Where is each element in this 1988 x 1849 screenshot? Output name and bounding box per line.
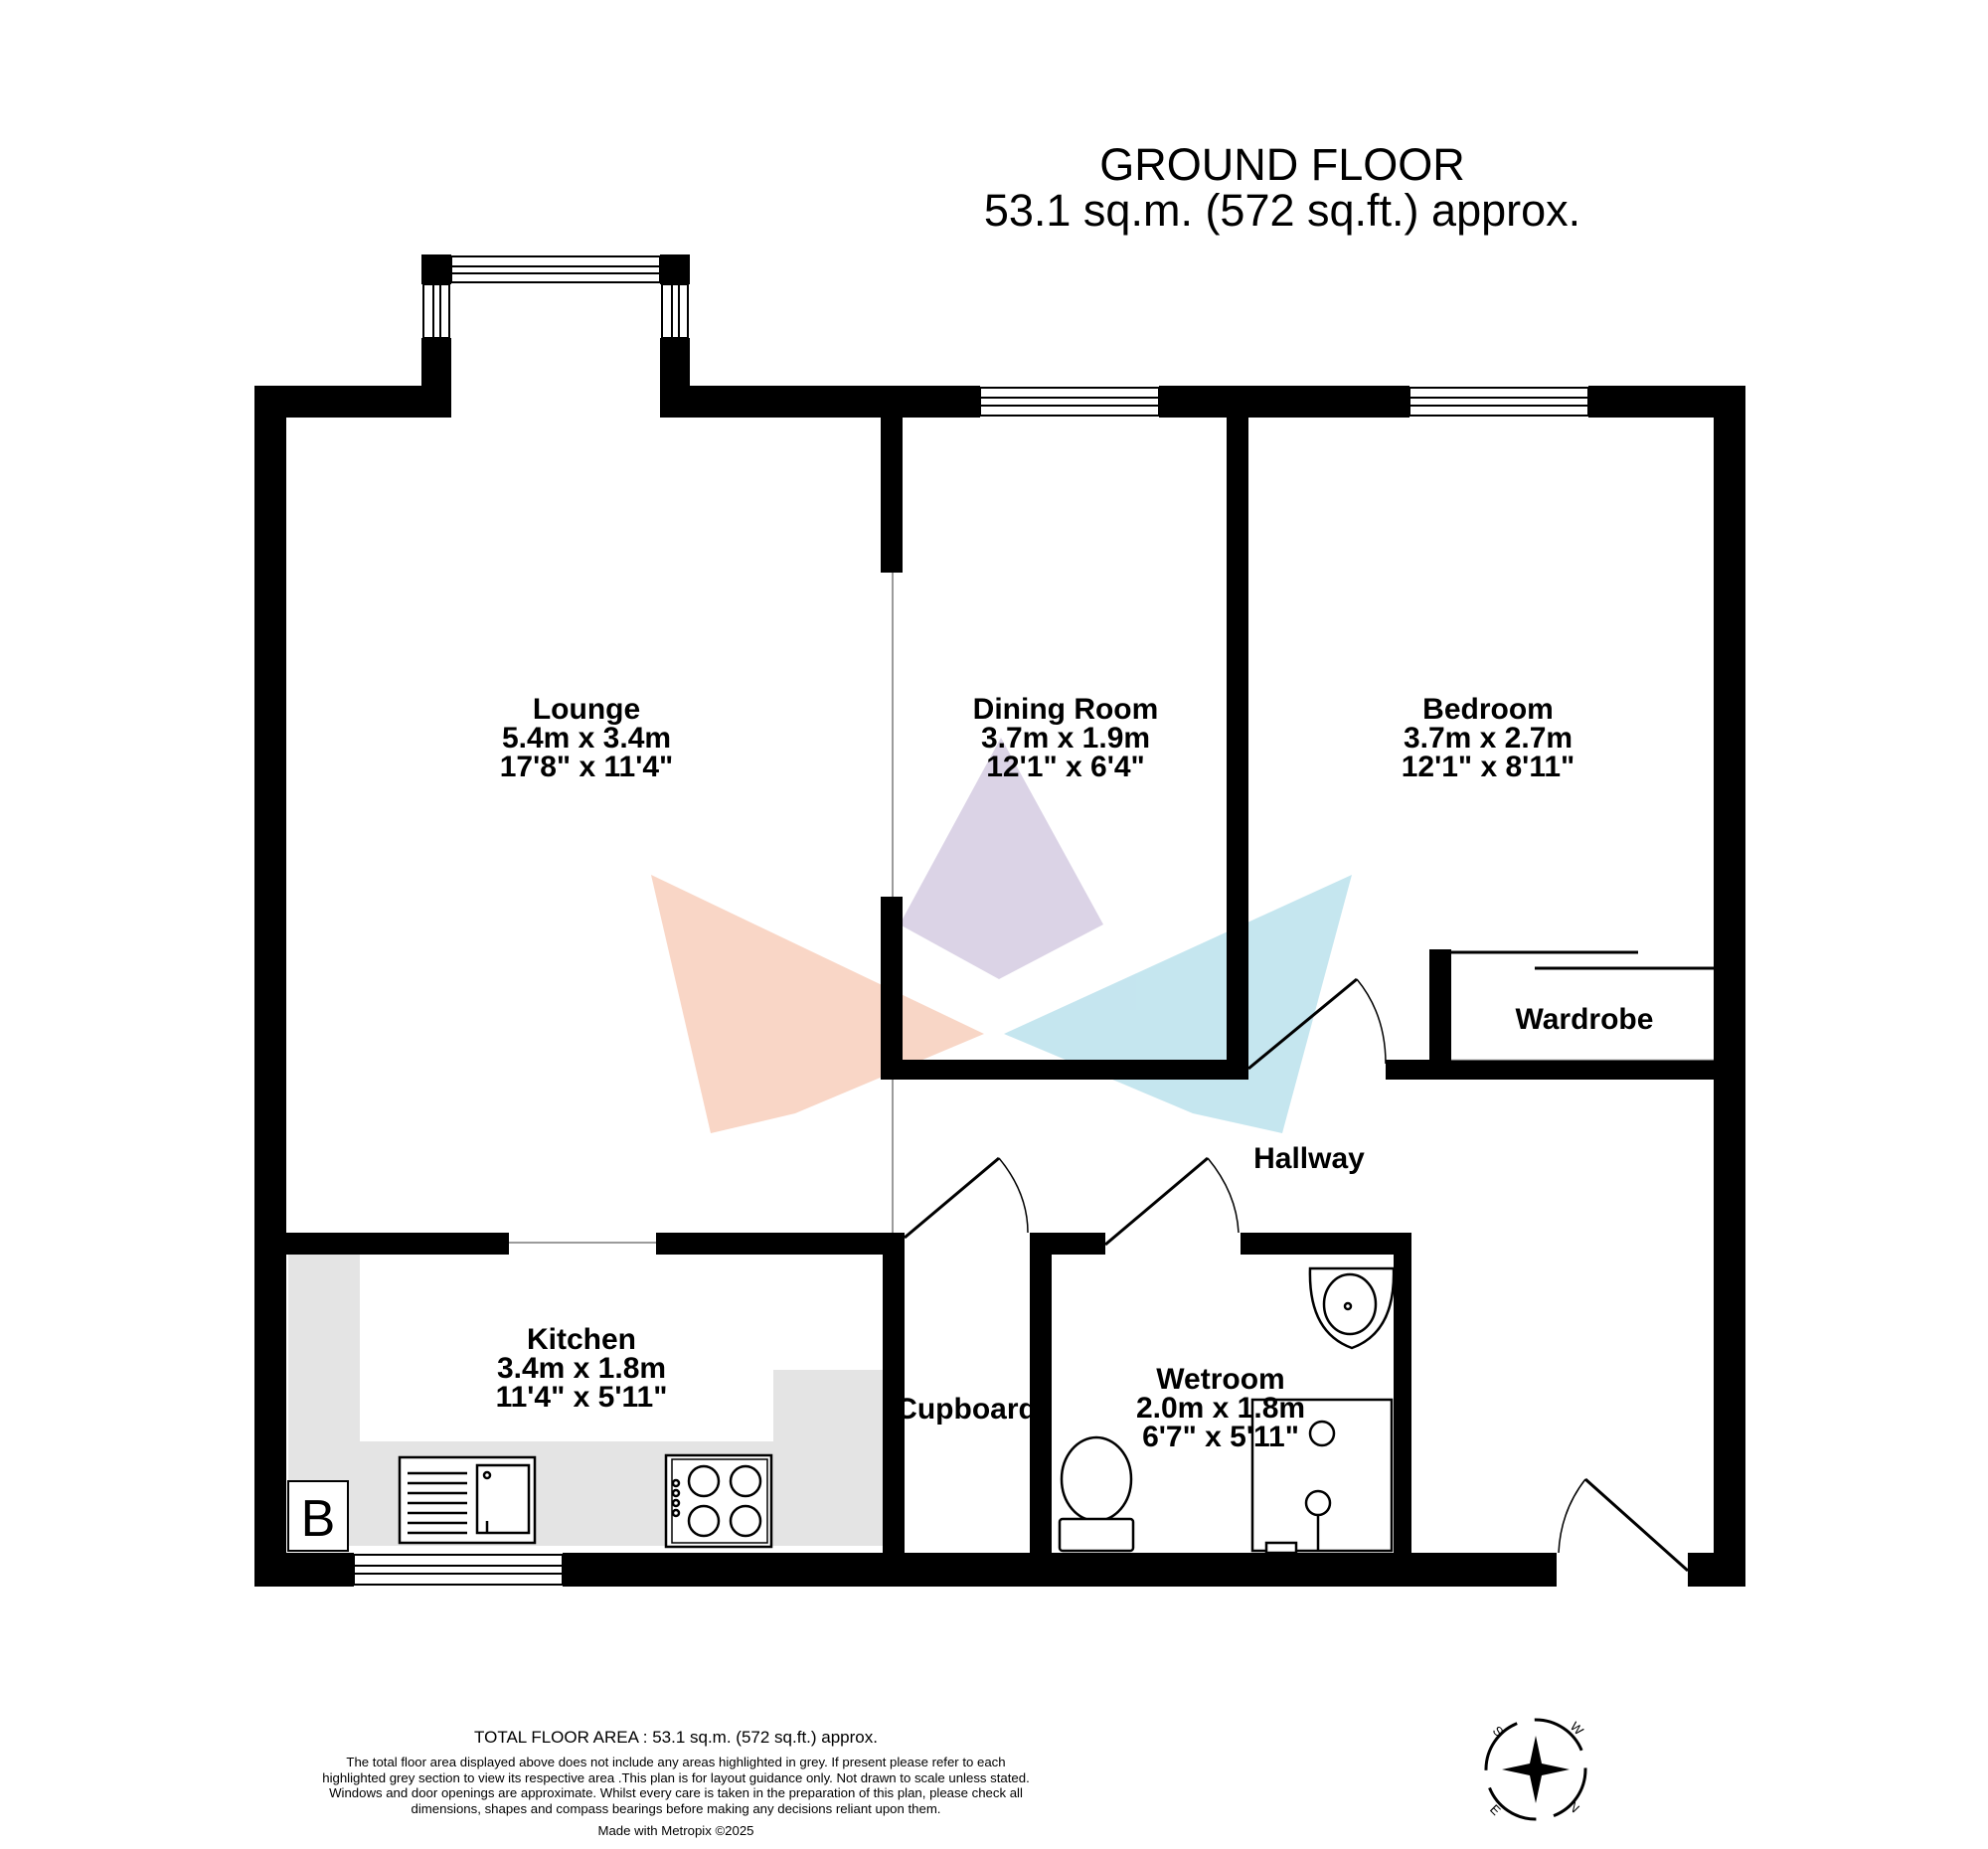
footer-made-with: Made with Metropix ©2025 bbox=[597, 1823, 754, 1838]
kitchen-imperial: 11'4" x 5'11" bbox=[496, 1381, 668, 1414]
footer-title: TOTAL FLOOR AREA : 53.1 sq.m. (572 sq.ft… bbox=[474, 1728, 878, 1747]
bay-window-left bbox=[422, 283, 450, 339]
footer-disclaimer: The total floor area displayed above doe… bbox=[322, 1755, 1030, 1816]
room-labels: Lounge 5.4m x 3.4m 17'8" x 11'4" Dining … bbox=[496, 693, 1654, 1453]
front-door bbox=[1584, 1477, 1689, 1573]
shower-icon bbox=[1250, 1398, 1394, 1555]
bedroom-metric: 3.7m x 2.7m bbox=[1404, 722, 1573, 755]
floor-area: 53.1 sq.m. (572 sq.ft.) approx. bbox=[983, 185, 1581, 236]
boiler-icon: B bbox=[287, 1480, 349, 1552]
bedroom-window bbox=[1408, 387, 1589, 417]
bay-window-right bbox=[661, 283, 689, 339]
wardrobe-rails bbox=[1451, 950, 1714, 1061]
kitchen-window bbox=[353, 1554, 564, 1586]
wetroom-imperial: 6'7" x 5'11" bbox=[1142, 1421, 1299, 1453]
windows bbox=[353, 255, 1589, 1586]
lounge-name: Lounge bbox=[533, 693, 640, 726]
kitchen-metric: 3.4m x 1.8m bbox=[497, 1352, 666, 1385]
compass-n: N bbox=[1566, 1798, 1582, 1815]
lounge-imperial: 17'8" x 11'4" bbox=[500, 751, 674, 783]
dining-imperial: 12'1" x 6'4" bbox=[986, 751, 1145, 783]
bedroom-door bbox=[1247, 977, 1358, 1071]
dining-window bbox=[979, 387, 1160, 417]
wetroom-door bbox=[1104, 1156, 1209, 1247]
lounge-metric: 5.4m x 3.4m bbox=[502, 722, 671, 755]
boiler-label: B bbox=[301, 1490, 336, 1548]
dining-metric: 3.7m x 1.9m bbox=[981, 722, 1150, 755]
dining-name: Dining Room bbox=[973, 693, 1159, 726]
toilet-icon bbox=[1058, 1435, 1135, 1553]
kitchen-name: Kitchen bbox=[527, 1323, 636, 1356]
bedroom-imperial: 12'1" x 8'11" bbox=[1402, 751, 1575, 783]
doors bbox=[904, 977, 1689, 1573]
wetroom-metric: 2.0m x 1.8m bbox=[1136, 1392, 1305, 1425]
wardrobe-name: Wardrobe bbox=[1516, 1003, 1654, 1036]
thin-lines bbox=[507, 557, 894, 1244]
walls bbox=[254, 254, 1745, 1587]
wetroom-name: Wetroom bbox=[1156, 1363, 1284, 1396]
bedroom-name: Bedroom bbox=[1422, 693, 1554, 726]
hob-icon bbox=[664, 1453, 773, 1549]
floor-name: GROUND FLOOR bbox=[1099, 139, 1465, 190]
kitchen-worktops bbox=[288, 1248, 885, 1546]
compass-e: E bbox=[1487, 1801, 1504, 1818]
bay-window-top bbox=[450, 255, 661, 283]
cupboard-name: Cupboard bbox=[896, 1393, 1037, 1426]
cupboard-door bbox=[904, 1156, 1000, 1240]
washbasin-icon bbox=[1308, 1266, 1396, 1350]
sink-icon bbox=[398, 1455, 537, 1545]
hallway-name: Hallway bbox=[1253, 1142, 1365, 1175]
compass-icon: W N E S bbox=[1484, 1718, 1587, 1821]
